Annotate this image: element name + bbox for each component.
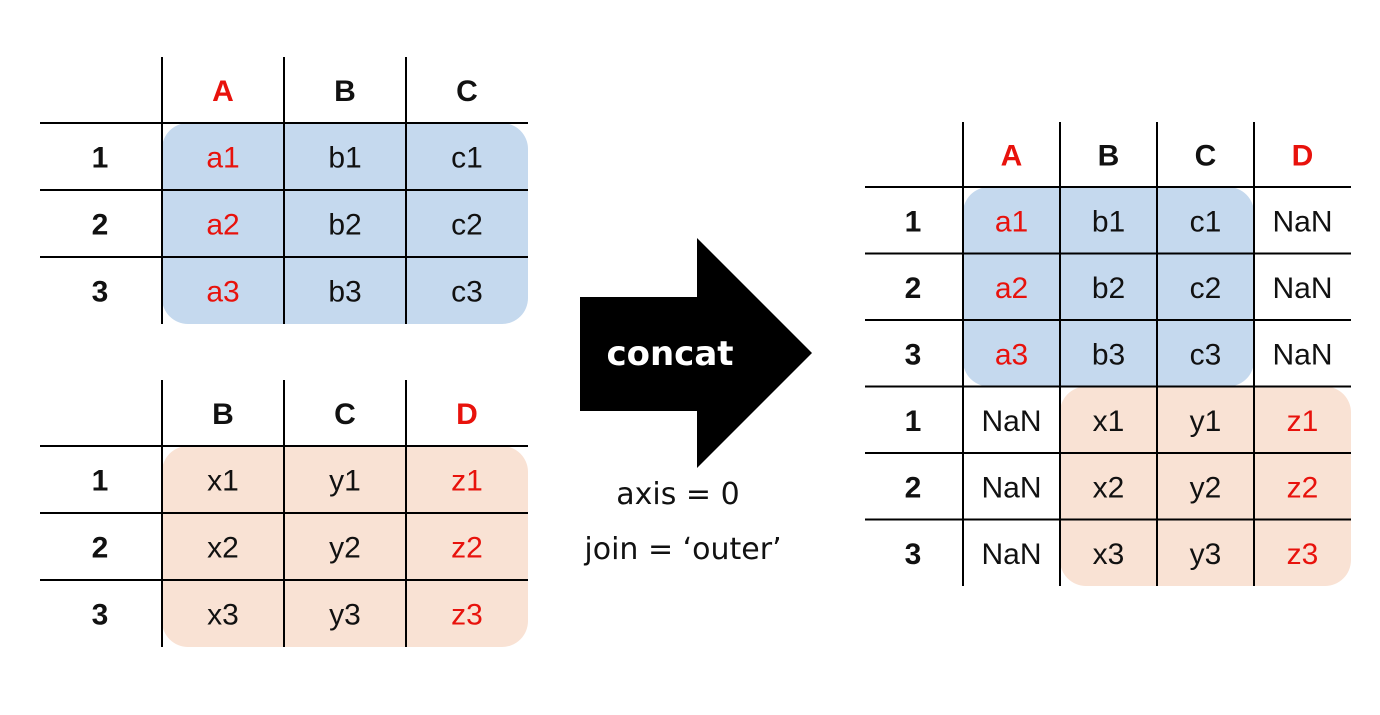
- row-index: 1: [92, 465, 109, 498]
- table-cell: c3: [1190, 338, 1222, 371]
- column-header: B: [334, 75, 356, 108]
- table-cell: NaN: [981, 405, 1041, 438]
- table-cell: z3: [451, 599, 483, 632]
- table-cell: a2: [206, 209, 239, 242]
- left-bottom-table: B C D 1 x1 y1 z1 2 x2 y2 z2 3 x3 y3 z3: [40, 380, 528, 647]
- table-cell: y3: [1190, 538, 1222, 571]
- table-cell: NaN: [981, 471, 1041, 504]
- highlight-block: [1060, 386, 1351, 586]
- table-cell: b2: [1092, 272, 1125, 305]
- table-cell: y1: [1190, 405, 1222, 438]
- join-param: join = ‘outer’: [583, 532, 781, 567]
- row-index: 2: [92, 209, 109, 242]
- table-cell: a1: [206, 142, 239, 175]
- table-cell: c1: [451, 142, 483, 175]
- operation-label: concat: [606, 334, 733, 374]
- table-cell: y2: [329, 532, 361, 565]
- table-cell: z2: [1287, 471, 1319, 504]
- table-cell: c3: [451, 276, 483, 309]
- arrow-shape: [580, 238, 812, 468]
- column-header: D: [1292, 140, 1314, 173]
- column-header: B: [212, 398, 234, 431]
- table-cell: y3: [329, 599, 361, 632]
- row-index: 1: [905, 205, 922, 238]
- highlight-block: [162, 446, 528, 647]
- column-header: A: [1001, 140, 1023, 173]
- table-cell: b3: [328, 276, 361, 309]
- column-header: C: [334, 398, 356, 431]
- column-header: C: [456, 75, 478, 108]
- table-cell: a3: [206, 276, 239, 309]
- table-cell: x3: [207, 599, 239, 632]
- axis-param: axis = 0: [616, 477, 739, 512]
- column-header: A: [212, 75, 234, 108]
- row-index: 1: [905, 405, 922, 438]
- table-cell: c2: [1190, 272, 1222, 305]
- highlight-block: [162, 123, 528, 324]
- table-cell: NaN: [1272, 338, 1332, 371]
- row-index: 1: [92, 142, 109, 175]
- table-cell: x3: [1093, 538, 1125, 571]
- table-cell: z1: [451, 465, 483, 498]
- row-index: 3: [905, 538, 922, 571]
- table-cell: a2: [995, 272, 1028, 305]
- row-index: 2: [905, 471, 922, 504]
- table-cell: z2: [451, 532, 483, 565]
- table-cell: b3: [1092, 338, 1125, 371]
- table-cell: x1: [207, 465, 239, 498]
- table-cell: a1: [995, 205, 1028, 238]
- column-header: D: [456, 398, 478, 431]
- table-cell: x2: [207, 532, 239, 565]
- left-top-table: A B C 1 a1 b1 c1 2 a2 b2 c2 3 a3 b3 c3: [40, 57, 528, 324]
- column-header: C: [1195, 140, 1217, 173]
- table-cell: y2: [1190, 471, 1222, 504]
- table-cell: c1: [1190, 205, 1222, 238]
- row-index: 3: [92, 599, 109, 632]
- table-cell: c2: [451, 209, 483, 242]
- row-index: 3: [905, 338, 922, 371]
- table-cell: b1: [328, 142, 361, 175]
- table-cell: NaN: [1272, 205, 1332, 238]
- row-index: 2: [905, 272, 922, 305]
- table-cell: b1: [1092, 205, 1125, 238]
- row-index: 3: [92, 276, 109, 309]
- table-cell: z1: [1287, 405, 1319, 438]
- table-cell: x2: [1093, 471, 1125, 504]
- concat-arrow: concat: [580, 238, 812, 468]
- table-cell: b2: [328, 209, 361, 242]
- highlight-block: [963, 187, 1254, 387]
- table-cell: z3: [1287, 538, 1319, 571]
- column-header: B: [1098, 140, 1120, 173]
- row-index: 2: [92, 532, 109, 565]
- table-cell: x1: [1093, 405, 1125, 438]
- table-cell: a3: [995, 338, 1028, 371]
- table-cell: y1: [329, 465, 361, 498]
- table-cell: NaN: [981, 538, 1041, 571]
- table-cell: NaN: [1272, 272, 1332, 305]
